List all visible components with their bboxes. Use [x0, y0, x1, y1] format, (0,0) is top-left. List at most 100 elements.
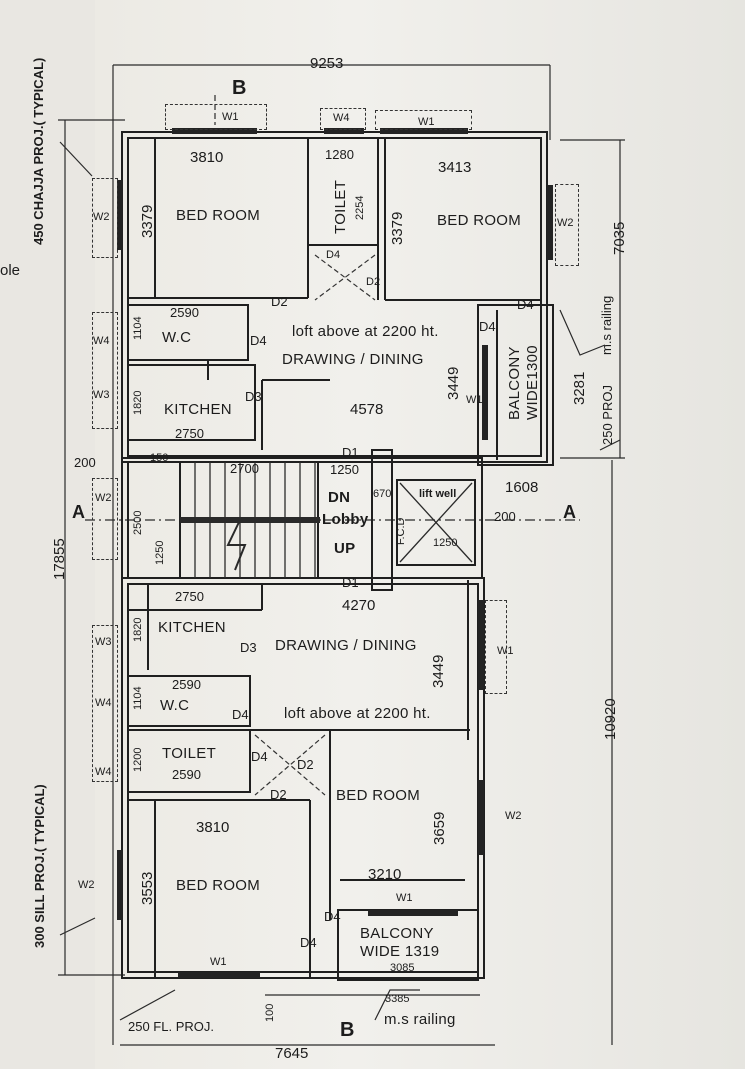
section-mark-a-right: A [563, 502, 577, 522]
stair-label-up: UP [334, 540, 356, 557]
dim-balcony-bottom-w2: 3385 [385, 993, 410, 1005]
room-label-bedroom-bottom-right: BED ROOM [336, 787, 421, 804]
note-projection-side: 250 PROJ [600, 385, 615, 445]
tag-w1-balcony-side: W1 [466, 394, 483, 406]
dim-balcony-side-depth: 3281 [571, 371, 588, 405]
dim-stair-height: 2500 [132, 510, 144, 535]
tag-d2-a: D2 [271, 294, 288, 309]
chajja-outline-left-mid [92, 312, 118, 429]
note-sill-projection: 300 SILL PROJ.( TYPICAL) [32, 784, 47, 948]
chajja-outline-w4 [320, 108, 366, 130]
door-swing-crosses [254, 254, 376, 796]
tag-d4-toilet: D4 [326, 249, 341, 261]
section-mark-b-bottom: B [340, 1019, 355, 1041]
dim-stair-bottom: 1250 [154, 540, 166, 565]
dim-overall-width-bottom: 7645 [275, 1045, 309, 1062]
room-label-kitchen-top: KITCHEN [164, 401, 232, 418]
chajja-outline-left [92, 178, 118, 258]
tag-d4-bed2: D4 [517, 297, 534, 312]
tag-d4-wc1: D4 [250, 333, 267, 348]
dim-lift-h: 1250 [433, 537, 458, 549]
note-railing-side: m.s railing [599, 295, 614, 355]
window-w2-bottom-left [117, 850, 123, 920]
dim-stair-landing: 150 [150, 452, 169, 464]
tag-w3-kitchen1: W3 [93, 389, 110, 401]
tag-w1-right: W1 [497, 645, 514, 657]
tag-d3-kitchen2: D3 [240, 640, 257, 655]
tag-w4-wc1: W4 [93, 335, 110, 347]
room-label-lobby: Lobby [322, 511, 369, 528]
stair-treads [180, 462, 320, 578]
dim-side-height-upper: 7035 [611, 221, 628, 255]
dim-overall-width-top: 9253 [310, 55, 344, 72]
tag-w2-left: W2 [93, 211, 110, 223]
window-balcony-side [482, 345, 488, 440]
window-w1-bed3 [178, 972, 260, 978]
dim-drawing2-width: 4270 [342, 597, 376, 614]
note-railing-bottom: m.s railing [384, 1011, 456, 1028]
dim-toilet1-depth: 2254 [354, 195, 366, 220]
dim-drawing1-width: 4578 [350, 401, 384, 418]
tag-w1-bed3: W1 [210, 956, 227, 968]
window-w1-top-left [172, 128, 257, 134]
dim-wc2-depth: 1104 [132, 686, 144, 710]
dim-kitchen1-depth: 1820 [132, 390, 144, 415]
dim-balcony-side-width: 1608 [505, 479, 539, 496]
dim-bedroom3-width: 3810 [196, 819, 230, 836]
tag-w2-right: W2 [557, 217, 574, 229]
chajja-outline-right [555, 184, 579, 266]
tag-d2-bed4: D2 [297, 757, 314, 772]
dim-bedroom1-width: 3810 [190, 149, 224, 166]
window-w1-right [478, 600, 484, 690]
dim-left-total-height: 17855 [51, 538, 68, 580]
chajja-outline-right-lower [485, 600, 507, 694]
dim-wc2-width: 2590 [172, 677, 201, 692]
room-label-kitchen-bottom: KITCHEN [158, 619, 226, 636]
dim-side-height-lower: 10920 [602, 698, 619, 740]
tag-w2-bottom-left: W2 [78, 879, 95, 891]
window-w4-top [324, 128, 364, 134]
room-label-balcony-side-wide: WIDE1300 [524, 345, 541, 420]
window-w1-top-right [380, 128, 468, 134]
tag-w2-right-lower: W2 [505, 810, 522, 822]
dim-drawing2-depth: 3449 [430, 654, 447, 688]
room-label-drawing-bottom: DRAWING / DINING [275, 637, 417, 654]
dim-lift-w: 670 [373, 488, 392, 500]
dim-bottom-proj: 100 [264, 1003, 276, 1022]
stair-label-dn: DN [328, 489, 351, 506]
tag-d2-toilet: D2 [366, 276, 381, 288]
tag-w4-top: W4 [333, 112, 350, 124]
room-label-drawing-top: DRAWING / DINING [282, 351, 424, 368]
dim-bedroom3-depth: 3553 [139, 871, 156, 905]
room-label-balcony-bottom: BALCONY [360, 925, 434, 942]
tag-d4-balcony-bottom: D4 [324, 909, 341, 924]
window-w2-right-lower [478, 780, 484, 855]
room-label-lift-well: lift well [419, 488, 457, 500]
section-mark-a-left: A [72, 502, 86, 522]
room-label-fcd: F.C.D [395, 517, 407, 546]
dim-lobby-top: 1250 [330, 462, 359, 477]
tag-w2-stair: W2 [95, 492, 112, 504]
dim-bedroom4-width: 3210 [368, 866, 402, 883]
room-label-bedroom-top-right: BED ROOM [437, 212, 522, 229]
dim-bedroom2-depth: 3379 [389, 211, 406, 245]
note-chajja-projection: 450 CHAJJA PROJ.( TYPICAL) [31, 57, 46, 245]
chajja-outline-left-lower [92, 625, 118, 782]
dim-bedroom2-width: 3413 [438, 159, 472, 176]
tag-d4-bed3-lower: D4 [300, 935, 317, 950]
note-floor-projection: 250 FL. PROJ. [128, 1019, 214, 1034]
room-label-bedroom-bottom-left: BED ROOM [176, 877, 261, 894]
room-label-wc-bottom: W.C [160, 697, 190, 714]
dim-kitchen2-width: 2750 [175, 589, 204, 604]
dim-stair-width: 2700 [230, 461, 259, 476]
window-w1-balcony-bottom [368, 910, 458, 916]
window-w2-right [547, 185, 553, 260]
dim-wc1-depth: 1104 [132, 316, 144, 340]
dim-toilet2-depth: 1200 [132, 747, 144, 772]
tag-d4-toilet2: D4 [251, 749, 268, 764]
tag-d1-bottom: D1 [342, 575, 359, 590]
tag-w3-kitchen2: W3 [95, 636, 112, 648]
dim-drawing1-depth: 3449 [445, 366, 462, 400]
